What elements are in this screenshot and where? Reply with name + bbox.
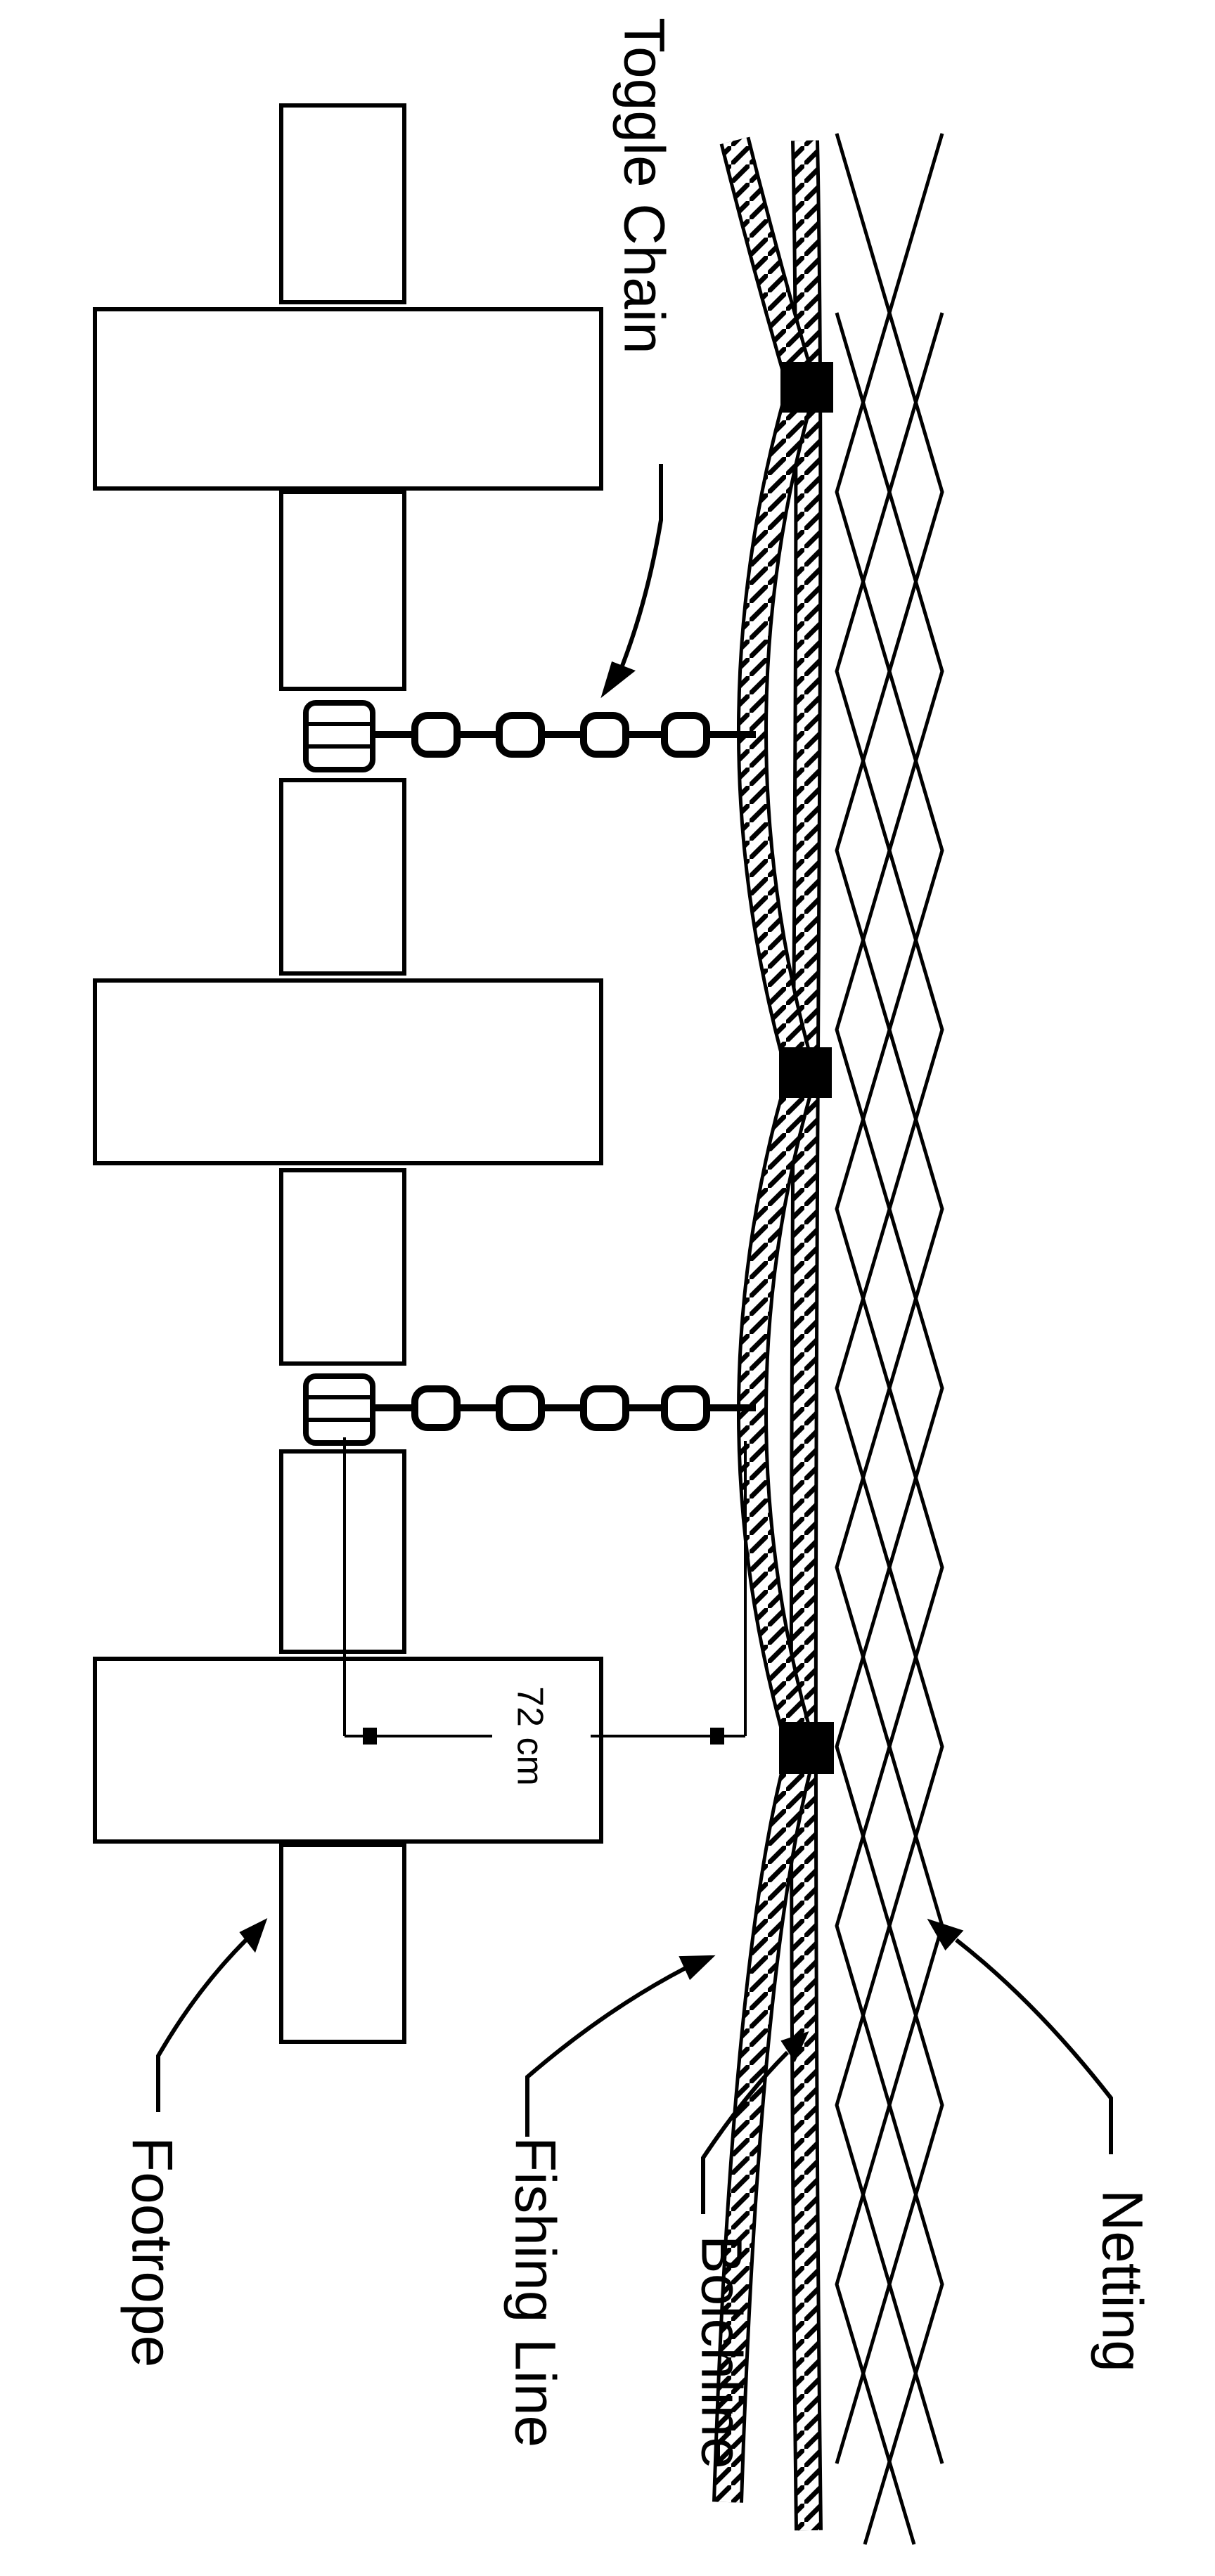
toggle-chain-label: Toggle Chain xyxy=(612,18,676,354)
footrope-arrow xyxy=(239,1918,268,1953)
mesh-strand xyxy=(835,312,944,2464)
chain-link xyxy=(411,1385,461,1431)
toggle-chain-upper xyxy=(303,700,756,772)
fishing-line-label: Fishing Line xyxy=(503,2137,567,2447)
chain-link xyxy=(496,712,545,758)
footrope-spacer xyxy=(279,1168,406,1366)
toggle-chain-lower xyxy=(303,1373,756,1446)
toggle-chain-leader xyxy=(617,464,663,676)
footrope-label: Footrope xyxy=(120,2137,184,2367)
lashing-clamp xyxy=(779,1722,834,1774)
lashing-clamp xyxy=(780,362,833,413)
measurement-dimension xyxy=(343,1437,747,1745)
chain-link xyxy=(661,712,710,758)
chain-shackle xyxy=(303,1373,375,1446)
netting-leader xyxy=(955,1938,1113,2154)
footrope-spacer xyxy=(279,490,406,691)
chain-link xyxy=(411,712,461,758)
chain-shackle xyxy=(303,700,375,772)
dimension-tick xyxy=(363,1728,377,1745)
footrope xyxy=(93,103,603,2044)
netting-label: Netting xyxy=(1090,2189,1154,2372)
footrope-spacer xyxy=(279,778,406,976)
netting-arrow xyxy=(927,1918,964,1951)
mesh-strand xyxy=(835,133,944,2545)
toggle-chain-arrow xyxy=(600,661,636,699)
chain-link xyxy=(496,1385,545,1431)
footrope-spacer xyxy=(279,103,406,304)
chain-link xyxy=(580,712,629,758)
mesh-strand xyxy=(835,312,944,2464)
dimension-tick xyxy=(710,1728,724,1745)
bolchline-leader xyxy=(701,2050,790,2214)
bolchline-arrow xyxy=(780,2031,809,2063)
footrope-disc xyxy=(93,978,603,1165)
chain-link xyxy=(580,1385,629,1431)
footrope-disc xyxy=(93,307,603,491)
footrope-leader xyxy=(156,1938,248,2112)
measurement-label: 72 cm xyxy=(509,1686,550,1786)
footrope-disc xyxy=(93,1657,603,1844)
fishing-line-arrow xyxy=(679,1955,716,1981)
lashing-clamp xyxy=(779,1047,832,1098)
chain-link xyxy=(661,1385,710,1431)
netting-mesh xyxy=(835,133,944,2545)
footrope-spacer xyxy=(279,1843,406,2044)
leader-lines xyxy=(156,464,1113,2214)
footrope-spacer xyxy=(279,1449,406,1654)
bolchline-label: Bolchline xyxy=(689,2235,753,2469)
bolchline-rope-twist xyxy=(792,140,819,2531)
fishing-line-leader xyxy=(525,1966,687,2137)
